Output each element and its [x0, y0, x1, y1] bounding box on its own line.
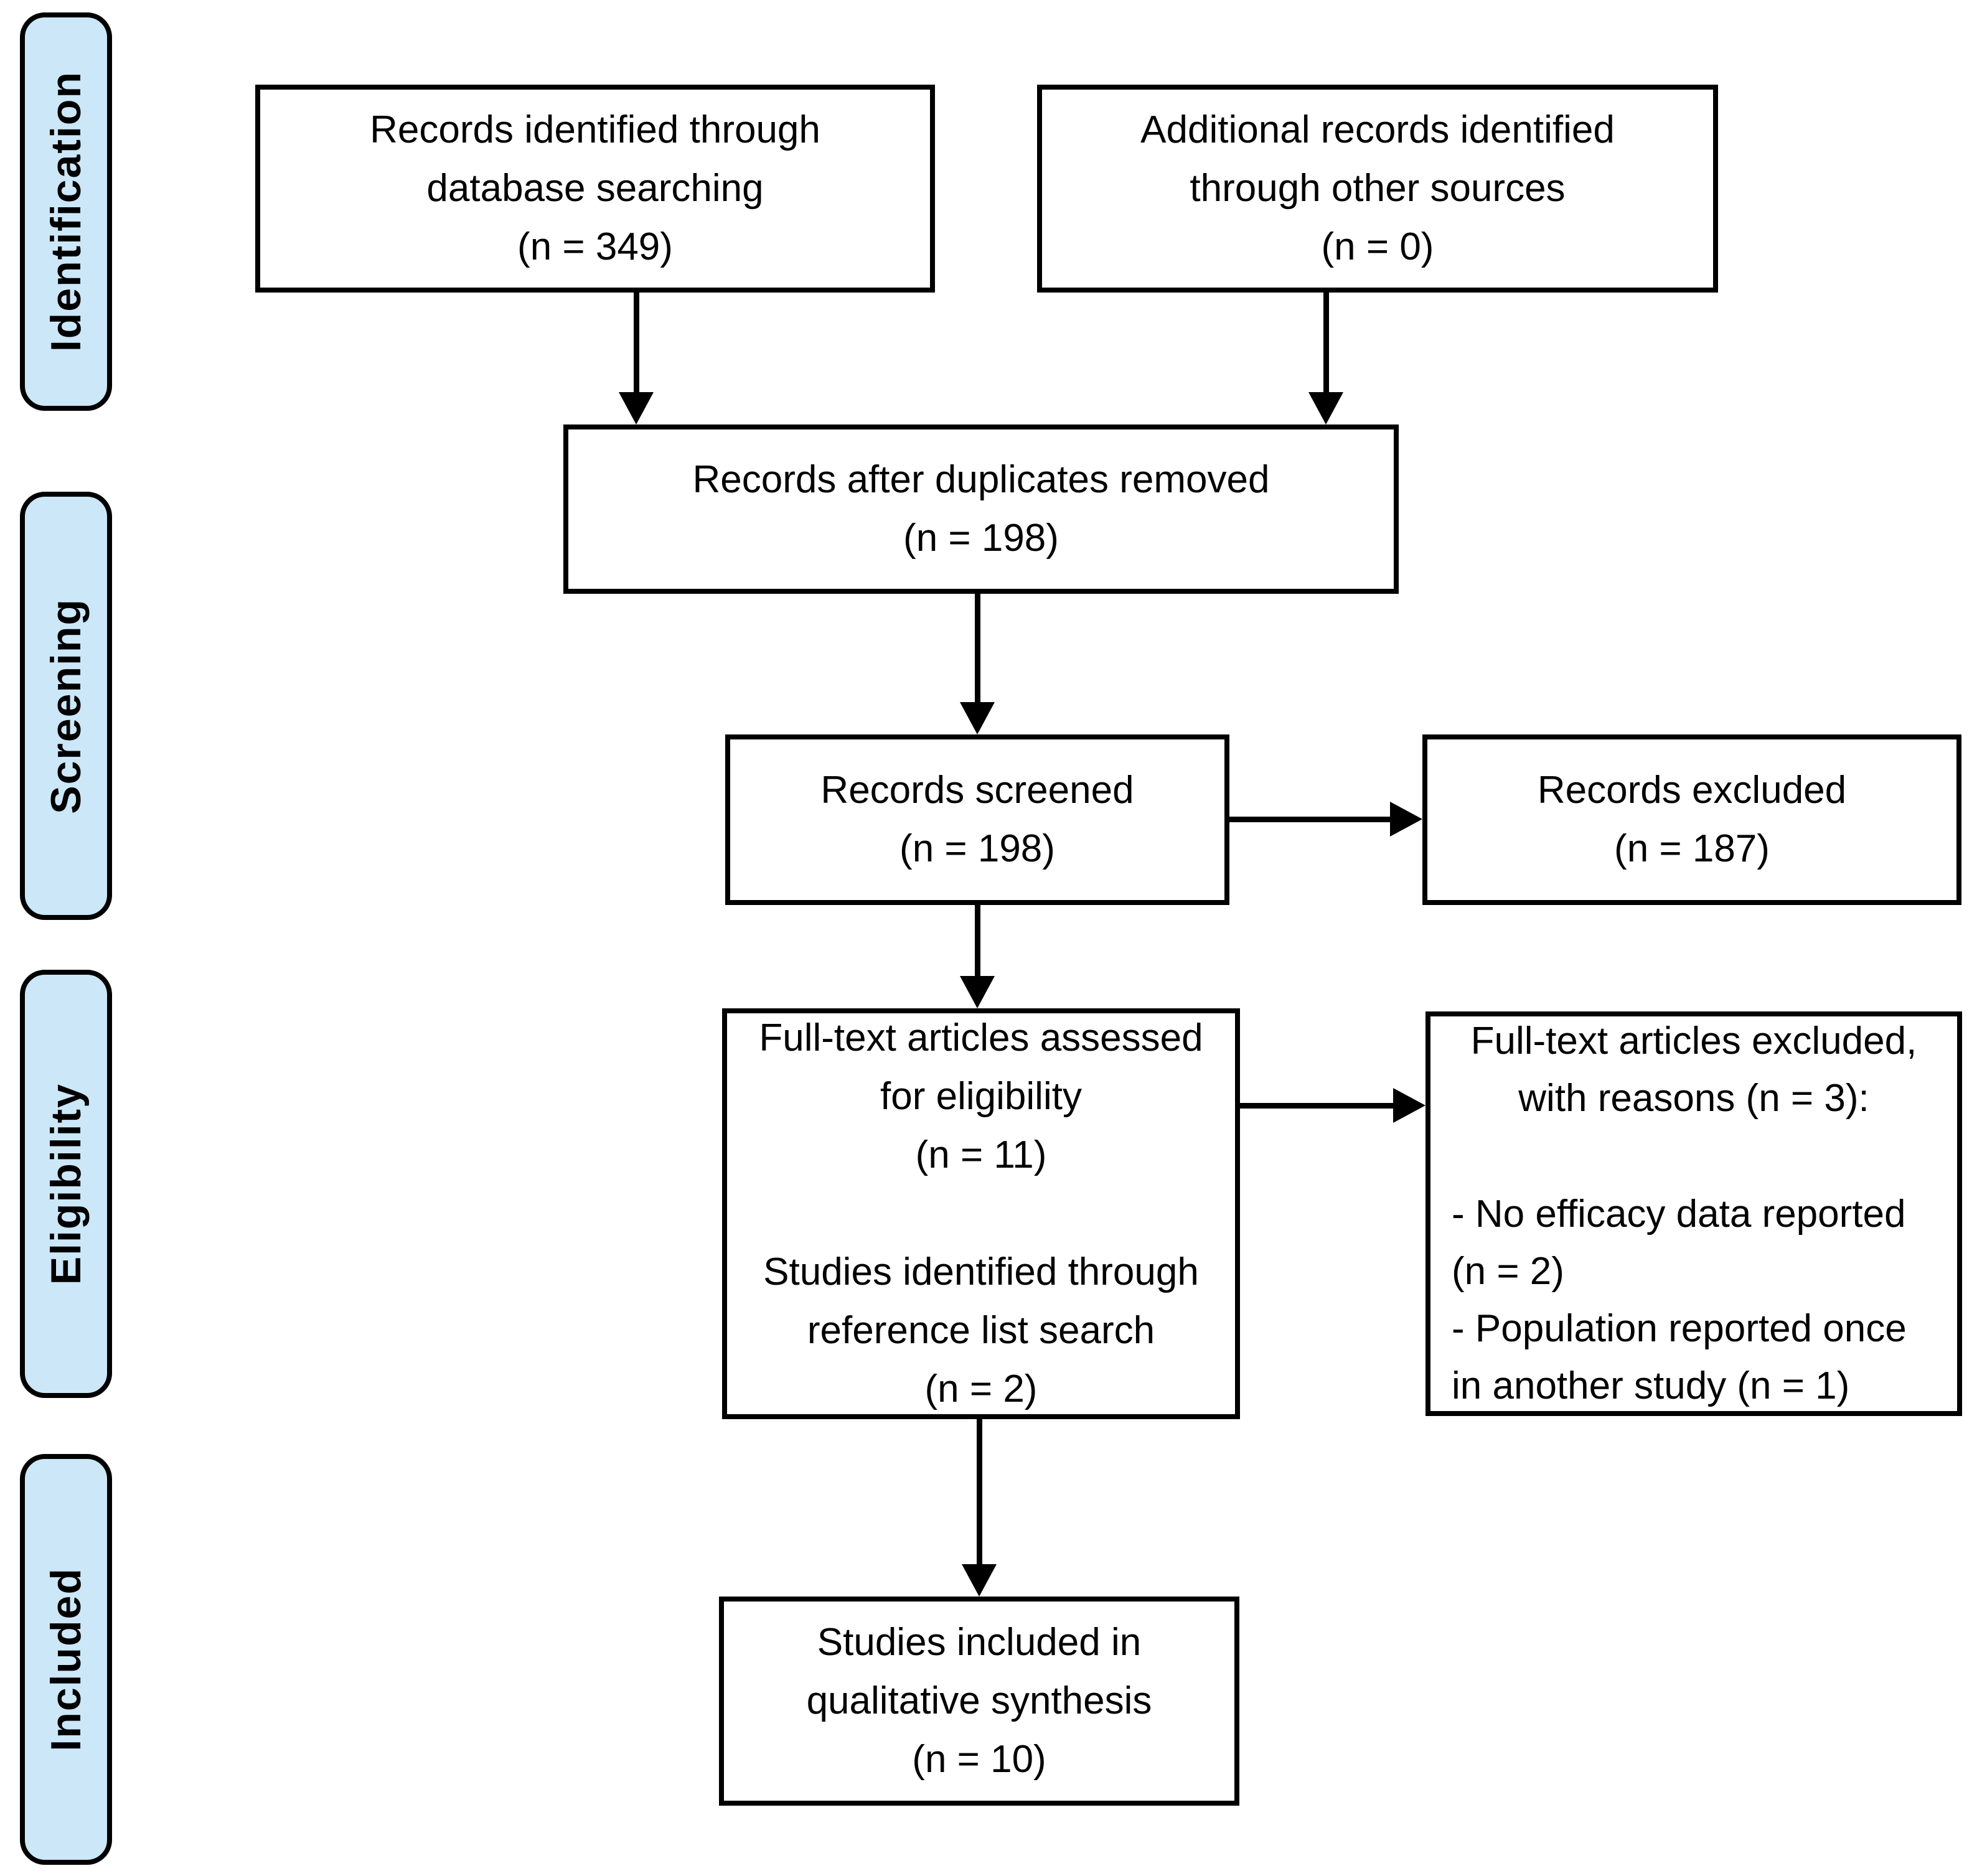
arrow-down-icon — [619, 392, 654, 424]
text-line: (n = 198) — [903, 517, 1059, 560]
text-line: Records after duplicates removed — [692, 458, 1270, 501]
stage-label: Eligibility — [42, 1082, 90, 1285]
arrow-down-icon — [960, 702, 995, 734]
text-line: - No efficacy data reported — [1452, 1193, 1906, 1236]
text-line: Studies identified through — [763, 1250, 1199, 1293]
arrow-other-sources-to-duplicates — [1308, 293, 1343, 424]
arrow-fulltext-to-included — [962, 1419, 997, 1597]
text-line: (n = 349) — [517, 225, 673, 268]
stage-label: Included — [42, 1567, 90, 1752]
text-line: through other sources — [1190, 167, 1566, 210]
text-line: (n = 2) — [1452, 1250, 1564, 1293]
text-line: Additional records identified — [1140, 108, 1615, 151]
arrow-shaft — [975, 594, 980, 705]
stage-screening: Screening — [20, 492, 112, 920]
box-records-screened: Records screened (n = 198) — [725, 734, 1229, 905]
text-line: reference list search — [807, 1309, 1155, 1352]
text-line: Records identified through — [370, 108, 820, 151]
text-line: Records excluded — [1537, 769, 1847, 812]
arrow-screened-to-fulltext — [960, 905, 995, 1008]
arrow-fulltext-to-excluded — [1240, 1088, 1425, 1123]
text-line: (n = 2) — [924, 1367, 1038, 1410]
arrow-screened-to-excluded — [1229, 802, 1422, 837]
arrow-shaft — [1240, 1103, 1396, 1109]
text-line: (n = 10) — [912, 1738, 1046, 1781]
arrow-right-icon — [1390, 802, 1422, 837]
arrow-down-icon — [1308, 392, 1343, 424]
text-line: Full-text articles excluded, — [1470, 1020, 1917, 1062]
box-additional-records: Additional records identified through ot… — [1037, 85, 1718, 293]
arrow-shaft — [975, 905, 980, 978]
box-included-qualitative: Studies included in qualitative synthesi… — [719, 1597, 1239, 1806]
text-line: in another study (n = 1) — [1452, 1364, 1850, 1407]
text-line: (n = 0) — [1321, 225, 1434, 268]
text-line: with reasons (n = 3): — [1518, 1077, 1869, 1120]
arrow-shaft — [1323, 293, 1329, 395]
stage-eligibility: Eligibility — [20, 970, 112, 1398]
text-line: Full-text articles assessed — [759, 1016, 1203, 1059]
text-line: qualitative synthesis — [806, 1679, 1152, 1722]
stage-identification: Identification — [20, 12, 112, 411]
text-line: Records screened — [820, 769, 1134, 812]
text-line: (n = 187) — [1614, 827, 1770, 870]
arrow-duplicates-to-screened — [960, 594, 995, 734]
box-records-identified: Records identified through database sear… — [255, 85, 935, 293]
arrow-down-icon — [960, 976, 995, 1008]
stage-included: Included — [20, 1454, 112, 1865]
text-line: - Population reported once — [1452, 1307, 1907, 1350]
box-records-excluded: Records excluded (n = 187) — [1422, 734, 1961, 905]
arrow-right-icon — [1393, 1088, 1425, 1123]
text-line: for eligibility — [880, 1075, 1082, 1118]
arrow-shaft — [634, 293, 639, 395]
box-fulltext-excluded: Full-text articles excluded, with reason… — [1425, 1011, 1962, 1416]
text-line: (n = 11) — [915, 1133, 1047, 1176]
text-line: Studies included in — [817, 1621, 1142, 1664]
excluded-reasons-heading: Full-text articles excluded, with reason… — [1471, 1013, 1917, 1127]
text-line: (n = 198) — [899, 827, 1055, 870]
text-line: database searching — [426, 167, 764, 210]
arrow-down-icon — [962, 1564, 997, 1597]
box-fulltext-assessed: Full-text articles assessed for eligibil… — [722, 1008, 1240, 1419]
stage-label: Screening — [42, 598, 90, 814]
box-duplicates-removed: Records after duplicates removed (n = 19… — [563, 424, 1399, 594]
stage-label: Identification — [42, 71, 90, 352]
arrow-shaft — [1229, 817, 1393, 822]
excluded-reasons-list: - No efficacy data reported (n = 2) - Po… — [1430, 1186, 1957, 1415]
arrow-shaft — [977, 1419, 982, 1567]
arrow-database-to-duplicates — [619, 293, 654, 424]
